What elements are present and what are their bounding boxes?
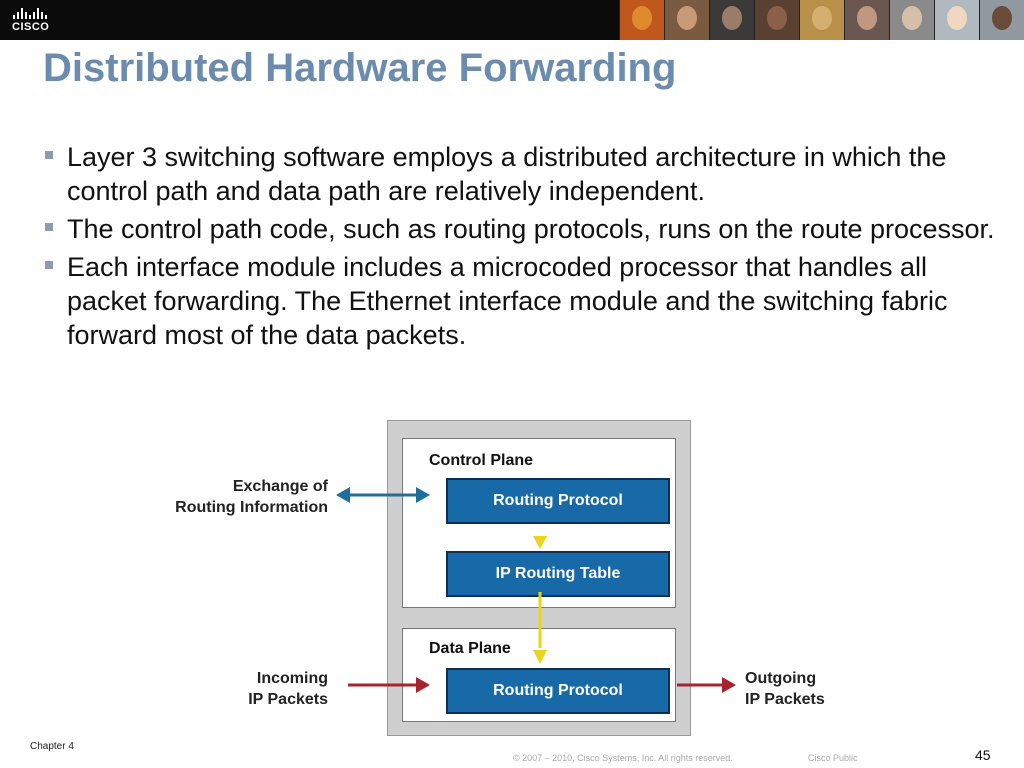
- chapter-label: Chapter 4: [30, 741, 74, 752]
- photo-tile: [754, 0, 799, 40]
- label-line: Incoming: [256, 670, 328, 687]
- routing-protocol-box-control: Routing Protocol: [446, 478, 670, 524]
- routing-protocol-box-data: Routing Protocol: [446, 668, 670, 714]
- exchange-routing-info-label: Exchange of Routing Information: [175, 476, 328, 518]
- bullet-item: The control path code, such as routing p…: [42, 212, 1002, 246]
- exchange-bidirectional-arrow: [336, 487, 430, 503]
- bullet-text: Each interface module includes a microco…: [67, 252, 948, 350]
- data-plane-label: Data Plane: [429, 640, 511, 657]
- bullet-square-icon: [45, 261, 53, 269]
- yellow-arrow-table-to-data-plane: [533, 592, 547, 664]
- photo-tile: [934, 0, 979, 40]
- photo-tile: [709, 0, 754, 40]
- control-plane-label: Control Plane: [429, 452, 534, 469]
- cisco-logo: CISCO: [0, 0, 60, 40]
- label-line: Outgoing: [745, 670, 817, 687]
- photo-tile: [799, 0, 844, 40]
- bullet-list: Layer 3 switching software employs a dis…: [42, 140, 1002, 356]
- copyright-text: © 2007 – 2010, Cisco Systems, Inc. All r…: [513, 753, 733, 763]
- page-number: 45: [975, 747, 991, 763]
- label-line: IP Packets: [248, 691, 328, 708]
- photo-strip: [619, 0, 1024, 40]
- label-line: Routing Information: [175, 499, 328, 516]
- yellow-arrow-protocol-to-table: [533, 536, 547, 549]
- bullet-text: Layer 3 switching software employs a dis…: [67, 142, 947, 206]
- cisco-wordmark: CISCO: [12, 21, 50, 33]
- bullet-item: Layer 3 switching software employs a dis…: [42, 140, 1002, 208]
- photo-tile: [889, 0, 934, 40]
- bullet-item: Each interface module includes a microco…: [42, 250, 1002, 352]
- forwarding-diagram: Control Plane Routing Protocol IP Routin…: [150, 418, 850, 738]
- ip-routing-table-box: IP Routing Table: [446, 551, 670, 597]
- outgoing-packets-arrow: [677, 677, 736, 693]
- bullet-text: The control path code, such as routing p…: [67, 214, 995, 244]
- photo-tile: [979, 0, 1024, 40]
- slide-title: Distributed Hardware Forwarding: [43, 46, 677, 90]
- photo-tile: [664, 0, 709, 40]
- label-line: IP Packets: [745, 691, 825, 708]
- incoming-packets-label: Incoming IP Packets: [248, 668, 328, 710]
- router-frame: Control Plane Routing Protocol IP Routin…: [387, 420, 691, 736]
- incoming-packets-arrow: [348, 677, 430, 693]
- photo-tile: [844, 0, 889, 40]
- outgoing-packets-label: Outgoing IP Packets: [745, 668, 825, 710]
- diagram-arrows: [336, 487, 736, 693]
- label-line: Exchange of: [232, 478, 328, 495]
- photo-tile: [619, 0, 664, 40]
- header-bar: CISCO: [0, 0, 1024, 40]
- bullet-square-icon: [45, 151, 53, 159]
- bullet-square-icon: [45, 223, 53, 231]
- classification-text: Cisco Public: [808, 753, 858, 763]
